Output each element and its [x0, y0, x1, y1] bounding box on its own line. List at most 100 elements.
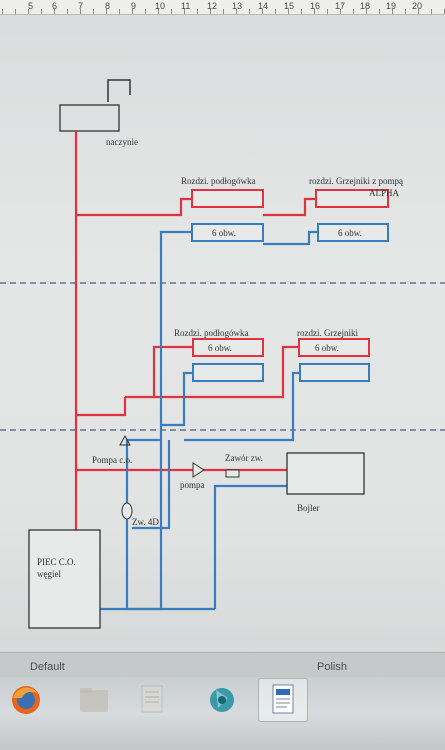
circuits-left-mid-label: 6 obw. — [208, 343, 232, 353]
ruler-tick — [158, 9, 159, 14]
ruler-number: 16 — [310, 1, 321, 11]
supply-pipes — [74, 131, 316, 530]
ruler-tick — [171, 9, 172, 14]
page-style-status[interactable]: Default — [30, 661, 65, 673]
ruler-number: 9 — [131, 1, 137, 11]
language-status[interactable]: Polish — [317, 661, 347, 673]
ruler-tick — [327, 9, 328, 14]
four-way-valve-symbol[interactable] — [121, 502, 133, 520]
ruler-tick — [249, 9, 250, 14]
furnace-label: PIEC C.O. — [37, 557, 76, 567]
valve-label: Zawór zw. — [225, 453, 263, 463]
boiler-label: Bojler — [297, 503, 320, 513]
ruler-number: 13 — [232, 1, 243, 11]
taskbar-item-firefox[interactable] — [2, 678, 50, 720]
ruler-number: 6 — [52, 1, 58, 11]
radiator-manifold-mid-return[interactable] — [299, 363, 370, 382]
ruler-number: 8 — [105, 1, 111, 11]
ruler-tick — [288, 9, 289, 14]
ruler-tick — [145, 9, 146, 14]
ruler-tick — [236, 9, 237, 14]
ruler-number: 20 — [412, 1, 423, 11]
taskbar-item-media-player[interactable] — [198, 678, 246, 720]
ruler-tick — [301, 9, 302, 14]
ruler-number: 10 — [155, 1, 166, 11]
boiler-pump-symbol[interactable] — [192, 462, 205, 478]
ruler-tick — [379, 9, 380, 14]
floor-manifold-top-return[interactable] — [191, 223, 264, 242]
ruler-tick — [132, 9, 133, 14]
ruler-tick — [93, 9, 94, 14]
ruler-number: 5 — [28, 1, 34, 11]
ruler-tick — [15, 9, 16, 14]
floor-manifold-mid-return[interactable] — [192, 363, 264, 382]
ruler-tick — [353, 9, 354, 14]
ruler-tick — [54, 9, 55, 14]
radiator-manifold-top-label-2: ALPHA — [369, 188, 400, 198]
ruler-number: 18 — [360, 1, 371, 11]
ruler-tick — [106, 9, 107, 14]
ruler-tick — [314, 9, 315, 14]
co-pump-symbol[interactable] — [119, 434, 131, 446]
ruler-tick — [366, 9, 367, 14]
ruler-number: 14 — [258, 1, 269, 11]
radiator-manifold-mid-supply[interactable] — [298, 338, 370, 357]
taskbar-item-file-explorer[interactable] — [70, 678, 118, 720]
expansion-tank-label: naczynie — [106, 137, 138, 147]
furnace-label-2: węgiel — [37, 569, 61, 579]
ruler-tick — [340, 9, 341, 14]
taskbar-item-word-processor[interactable] — [258, 678, 308, 722]
ruler-tick — [405, 9, 406, 14]
media-player-icon — [210, 688, 234, 712]
boiler[interactable] — [286, 452, 365, 495]
writer-icon — [272, 684, 294, 714]
floor-manifold-mid-label: Rozdzi. podłogówka — [174, 328, 249, 338]
ruler-tick — [223, 9, 224, 14]
floor-manifold-top-label: Rozdzi. podłogówka — [181, 176, 256, 186]
four-way-valve-label: Zw. 4D — [132, 517, 159, 527]
valve-symbol[interactable] — [225, 469, 240, 478]
ruler-tick — [41, 9, 42, 14]
ruler-number: 7 — [78, 1, 84, 11]
radiator-manifold-mid-label: rozdzi. Grzejniki — [297, 328, 358, 338]
taskbar-item-document[interactable] — [128, 678, 176, 720]
ruler-tick — [28, 9, 29, 14]
ruler-number: 15 — [284, 1, 295, 11]
folder-icon — [80, 688, 108, 712]
furnace[interactable] — [28, 529, 101, 629]
ruler-number: 19 — [386, 1, 397, 11]
ruler-tick — [184, 9, 185, 14]
ruler-tick — [431, 9, 432, 14]
firefox-icon — [12, 686, 40, 714]
ruler-tick — [80, 9, 81, 14]
return-pipes — [100, 230, 318, 611]
circuits-right-top-label: 6 obw. — [338, 228, 362, 238]
ruler-number: 12 — [207, 1, 218, 11]
ruler-tick — [67, 9, 68, 14]
radiator-manifold-top-label: rozdzi. Grzejniki z pompą — [309, 176, 404, 186]
co-pump-label: Pompa c.o. — [92, 455, 132, 465]
ruler-tick — [119, 9, 120, 14]
ruler-tick — [197, 9, 198, 14]
floor-manifold-top-supply[interactable] — [191, 189, 264, 208]
status-bar: Default Polish — [0, 652, 445, 678]
ruler-number: 11 — [181, 1, 191, 11]
ruler-tick — [262, 9, 263, 14]
circuits-left-top-label: 6 obw. — [212, 228, 236, 238]
taskbar — [0, 677, 445, 750]
boiler-pump-label: pompa — [180, 480, 205, 490]
ruler-tick — [210, 9, 211, 14]
expansion-tank[interactable] — [59, 104, 120, 132]
floor-manifold-mid-supply[interactable] — [192, 338, 264, 357]
radiator-manifold-top-supply[interactable] — [315, 189, 389, 208]
ruler-number: 17 — [335, 1, 346, 11]
ruler-tick — [2, 9, 3, 14]
radiator-manifold-top-return[interactable] — [317, 223, 389, 242]
ruler-tick — [418, 9, 419, 14]
ruler-tick — [392, 9, 393, 14]
document-icon — [141, 685, 163, 713]
ruler-tick — [275, 9, 276, 14]
horizontal-ruler[interactable]: 5 6 7 8 9 10 11 12 13 14 15 16 17 18 19 … — [0, 0, 445, 15]
